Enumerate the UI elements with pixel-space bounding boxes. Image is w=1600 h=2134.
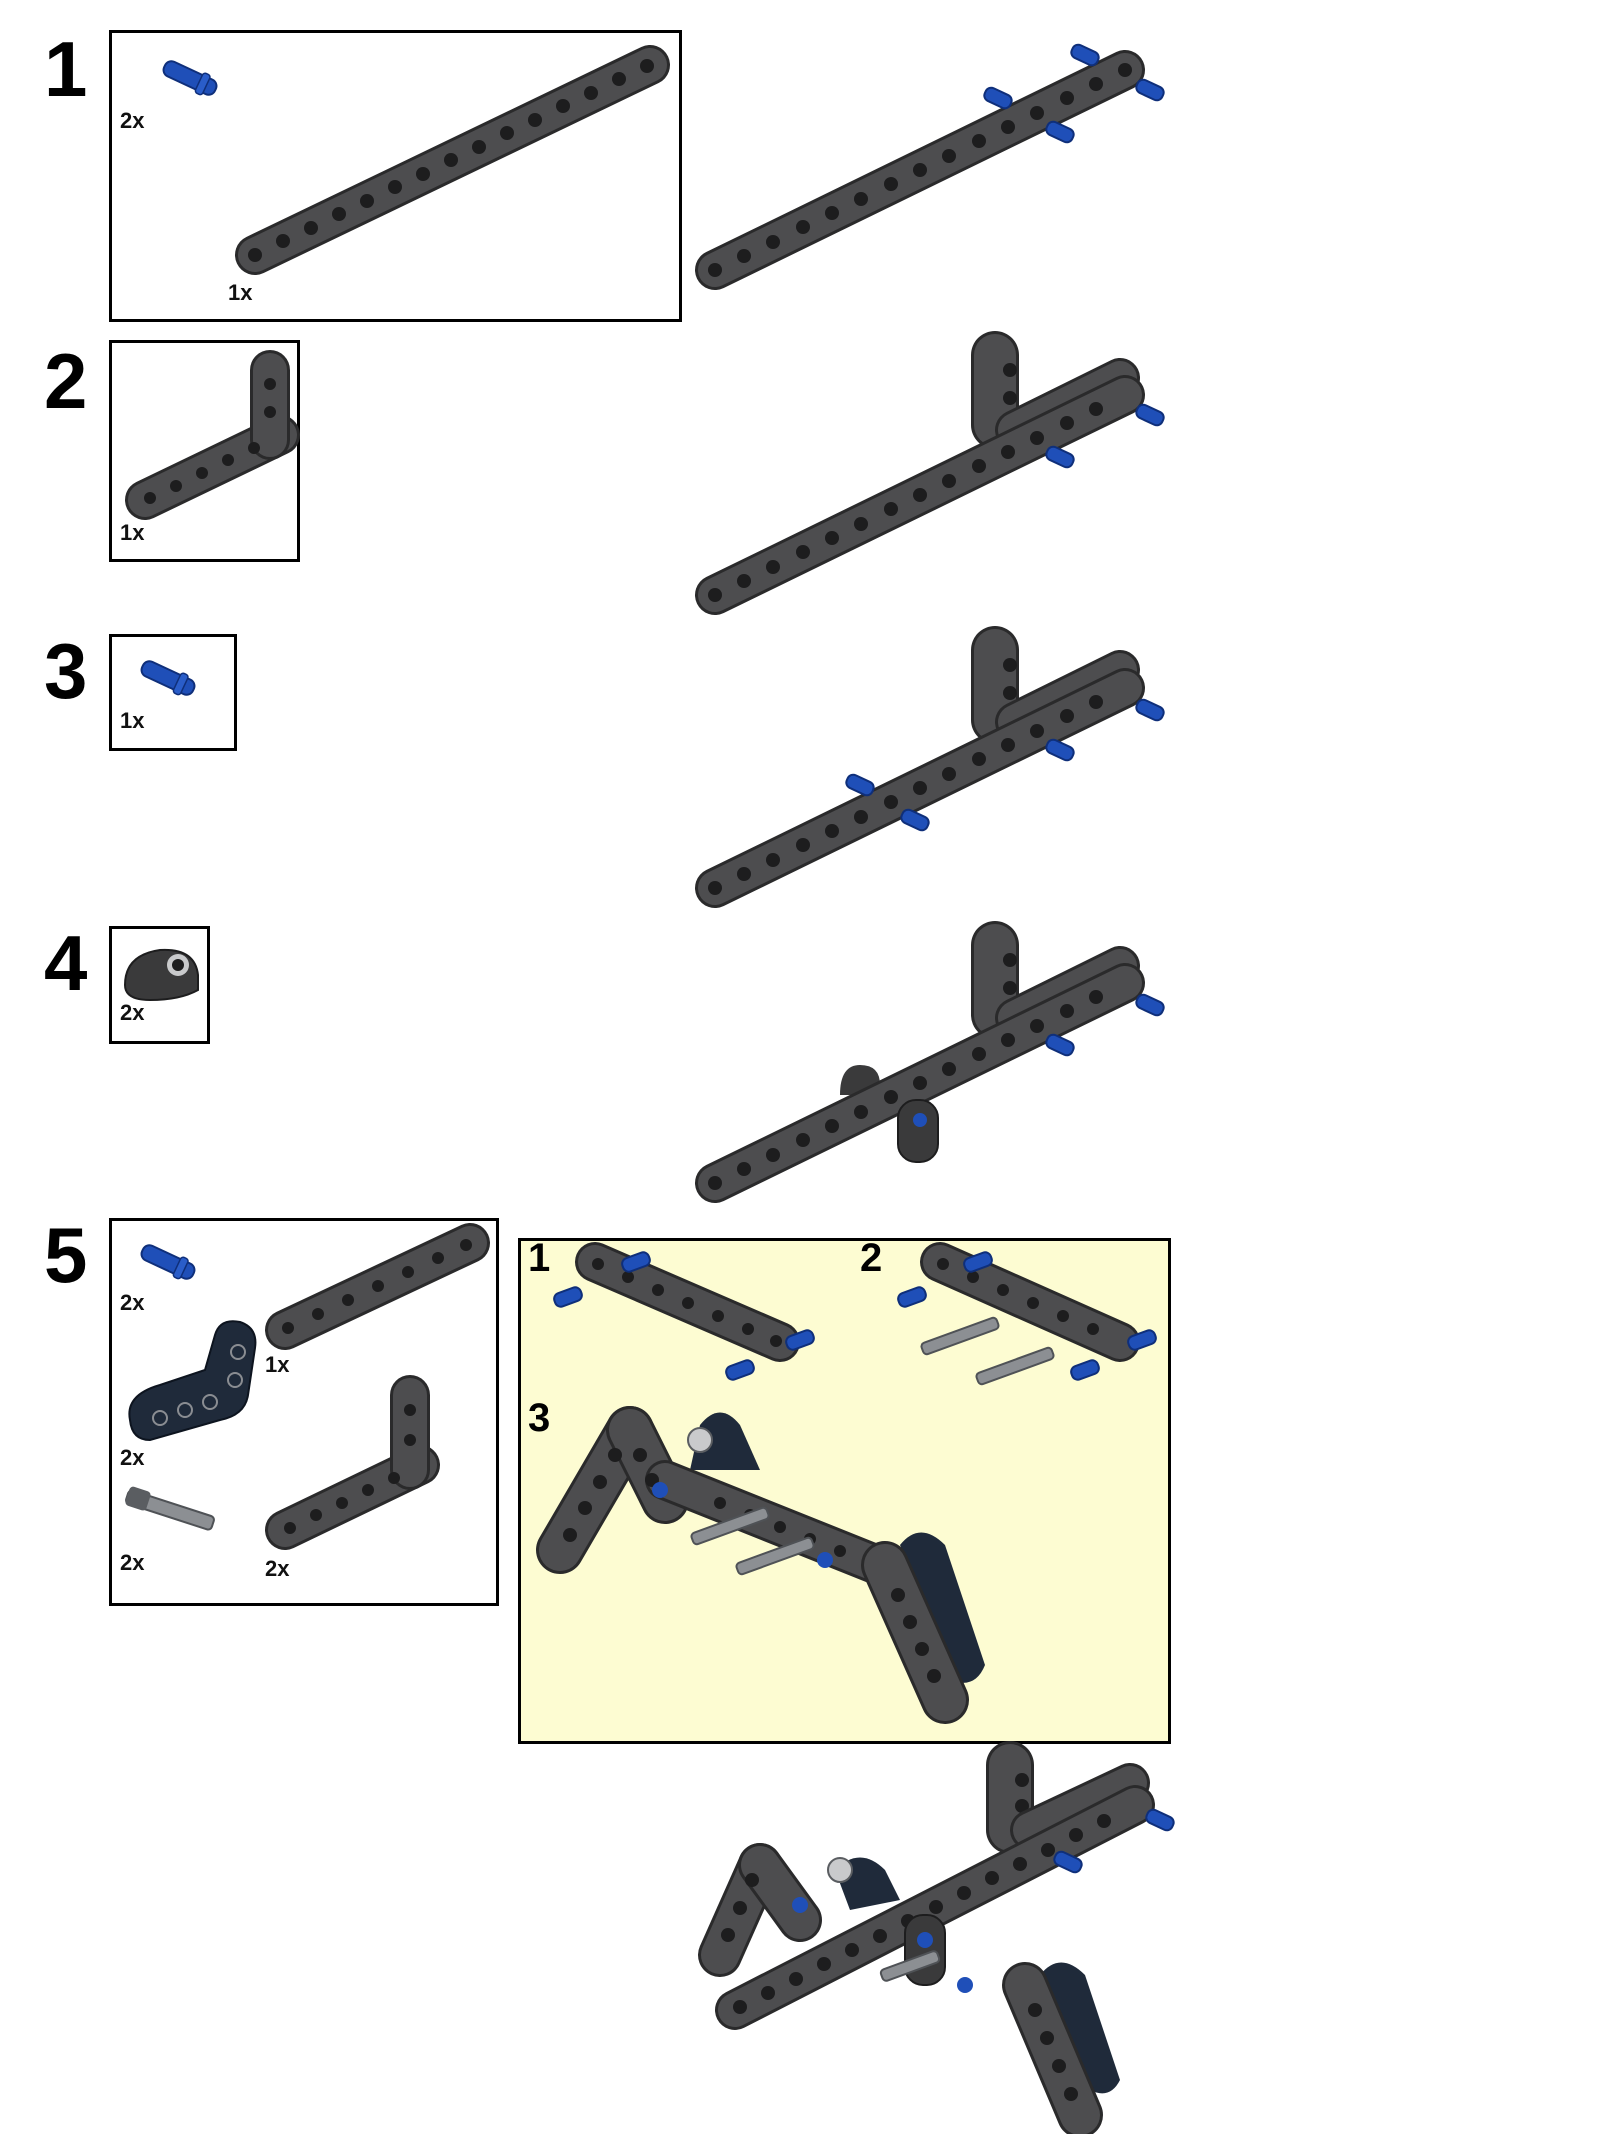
- step5-lbeam-qty: 2x: [265, 1556, 290, 1581]
- step5-pin-qty: 2x: [120, 1290, 145, 1315]
- step1-beam-15: [235, 45, 670, 275]
- step-number-2: 2: [44, 337, 88, 425]
- step4-block-qty: 2x: [120, 1000, 145, 1025]
- step1-beam-qty: 1x: [228, 280, 253, 305]
- step5-beam-7: [265, 1223, 490, 1350]
- step-number-4: 4: [44, 919, 88, 1007]
- step5-blue-pin: [136, 1239, 200, 1285]
- step1-blue-pin: [158, 55, 222, 101]
- step-number-1: 1: [44, 25, 88, 113]
- step4-assembly: [695, 921, 1167, 1203]
- step3-blue-pin: [136, 655, 200, 701]
- step-number-3: 3: [44, 627, 88, 715]
- step5-grey-axle: [125, 1486, 215, 1531]
- step2-lbeam-qty: 1x: [120, 520, 145, 545]
- step5-bent-beam-qty: 2x: [120, 1445, 145, 1470]
- step3-pin-qty: 1x: [120, 708, 145, 733]
- final-assembly: [698, 1741, 1177, 2134]
- step4-cross-block: [123, 948, 199, 1002]
- step2-assembly: [695, 331, 1167, 615]
- step-number-5: 5: [44, 1211, 88, 1299]
- substep-number-2: 2: [860, 1236, 883, 1280]
- substep1-drawing: [551, 1242, 817, 1383]
- substep-number-3: 3: [528, 1396, 551, 1440]
- substep-number-1: 1: [528, 1236, 551, 1280]
- step5-bent-beam: [128, 1320, 257, 1442]
- step5-beam-qty: 1x: [265, 1352, 290, 1377]
- substep3-drawing: [536, 1406, 985, 1724]
- substep2-drawing: [895, 1242, 1159, 1386]
- step2-l-beam: [125, 350, 300, 520]
- step3-assembly: [695, 626, 1167, 908]
- step1-assembly: [695, 41, 1167, 290]
- step1-pin-qty: 2x: [120, 108, 145, 133]
- step5-axle-qty: 2x: [120, 1550, 145, 1575]
- step5-l-beam: [265, 1375, 440, 1550]
